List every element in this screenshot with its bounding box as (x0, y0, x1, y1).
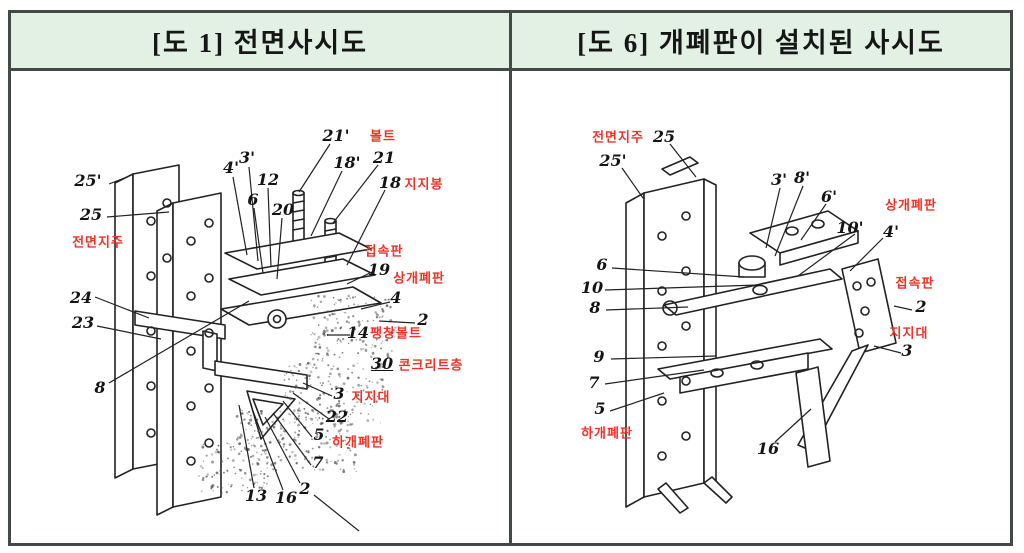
post-top-tab (661, 156, 699, 176)
annotation-label: 지지봉 (404, 177, 444, 193)
leader-lines (604, 143, 913, 443)
part-number-label: 3' (770, 170, 788, 189)
annotation-label: 볼트 (370, 129, 396, 145)
annotation-label: 콘크리트층 (398, 358, 464, 374)
front-post-flange (156, 202, 174, 516)
part-number-label: 16 (756, 439, 780, 458)
annotation-label: 접속판 (895, 276, 935, 292)
lower-plate (220, 286, 382, 326)
part-number-label: 8' (793, 168, 811, 187)
annotation-label: 상개폐판 (885, 198, 937, 214)
post-flange (625, 192, 645, 508)
part-number-label: 25' (599, 151, 627, 170)
part-number-label: 8 (94, 378, 106, 397)
part-number-label: 24 (69, 288, 93, 307)
annotation-label: 지지대 (889, 326, 929, 342)
figure6-title: [도 6] 개폐판이 설치된 사시도 (509, 13, 1010, 68)
part-number-label: 23 (71, 313, 95, 332)
bolt-holes (657, 211, 691, 461)
annotation-label: 접속판 (364, 244, 404, 260)
part-number-label: 6 (596, 255, 608, 274)
part-number-label: 25 (652, 127, 676, 146)
post-bottom-fin (703, 476, 733, 504)
part-number-label: 5 (594, 399, 606, 418)
part-number-label: 21 (372, 148, 396, 167)
part-number-label: 2 (417, 310, 429, 329)
part-number-label: 20 (271, 200, 295, 219)
part-number-label: 18' (333, 153, 361, 172)
back-post-flange (114, 173, 134, 479)
part-number-label: 19 (367, 260, 391, 279)
leader-lines (94, 143, 416, 532)
table-header-row: [도 1] 전면사시도 [도 6] 개폐판이 설치된 사시도 (11, 13, 1010, 71)
part-number-label: 25' (74, 171, 102, 190)
part-number-label: 8 (589, 298, 601, 317)
part-number-label: 7 (312, 453, 324, 472)
part-number-label: 9 (593, 347, 605, 366)
annotation-label: 전면지주 (72, 235, 124, 251)
part-number-label: 18 (378, 173, 402, 192)
annotation-label: 전면지주 (592, 130, 644, 146)
post-return-flange (703, 178, 717, 490)
bolt-holes (146, 198, 214, 466)
connection-plate (228, 258, 376, 296)
annotation-label: 팽창볼트 (370, 326, 422, 342)
figure1-title: [도 1] 전면사시도 (11, 13, 509, 68)
concrete-stipple (198, 294, 397, 494)
part-number-label: 3 (901, 341, 913, 360)
pivot-boss (738, 255, 766, 278)
annotation-label: 하개폐판 (581, 426, 633, 442)
post-bottom-fin (657, 482, 689, 514)
lower-bracket-plate (214, 360, 308, 390)
part-number-label: 5 (313, 425, 325, 444)
post-web (643, 178, 705, 498)
part-number-label: 6' (820, 187, 838, 206)
part-number-label: 3 (333, 384, 345, 403)
part-number-label: 12 (256, 170, 280, 189)
bolt-21 (292, 189, 305, 252)
part-number-label: 14 (346, 323, 370, 342)
part-number-label: 4' (882, 222, 900, 241)
annotation-label: 지지대 (351, 390, 391, 406)
part-number-label: 10 (580, 278, 604, 297)
part-number-label: 10' (836, 218, 864, 237)
part-number-label: 25 (79, 205, 103, 224)
figure1-technical-drawing (94, 143, 416, 532)
part-number-label: 21' (322, 126, 350, 145)
part-number-label: 2 (299, 479, 311, 498)
side-strip (795, 366, 831, 468)
part-number-label: 4 (390, 288, 402, 307)
part-number-label: 3' (238, 148, 256, 167)
front-post-web (172, 192, 222, 508)
figure6-technical-drawing (604, 143, 913, 514)
part-number-label: 30 (370, 354, 394, 373)
connection-plate (841, 258, 897, 354)
part-number-label: 7 (588, 373, 600, 392)
part-number-label: 13 (244, 486, 268, 505)
annotation-label: 하개폐판 (332, 435, 384, 451)
annotation-label: 상개폐판 (393, 271, 445, 287)
part-number-label: 4' (222, 158, 240, 177)
part-number-label: 22 (325, 407, 349, 426)
part-number-label: 2 (915, 297, 927, 316)
part-number-label: 6 (247, 190, 259, 209)
figure-table: [도 1] 전면사시도 [도 6] 개폐판이 설치된 사시도 (8, 10, 1013, 546)
part-number-label: 16 (274, 488, 298, 507)
